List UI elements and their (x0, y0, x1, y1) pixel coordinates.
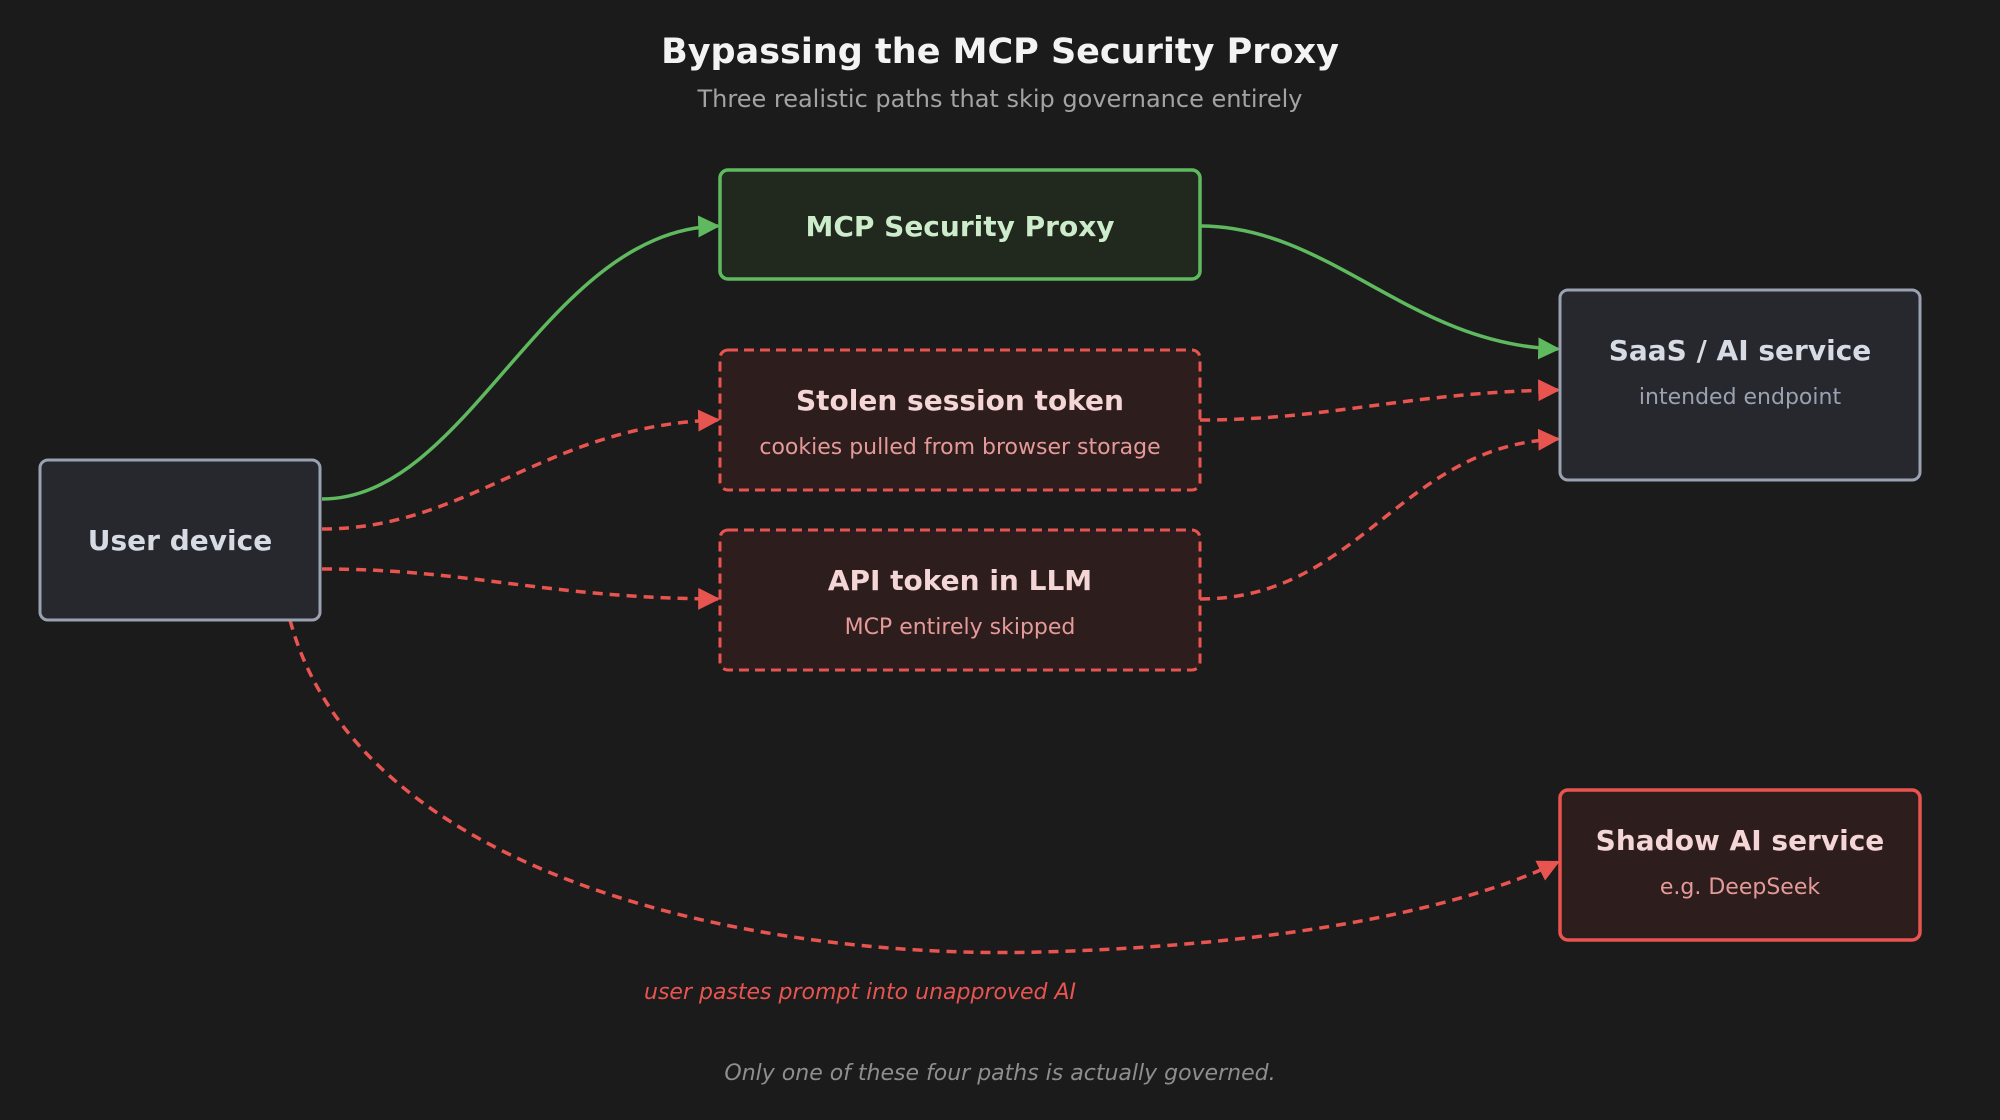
node-api-token[interactable]: API token in LLM MCP entirely skipped (718, 528, 1202, 672)
footer-note: Only one of these four paths is actually… (724, 1061, 1275, 1086)
node-stolen-token-subtitle: cookies pulled from browser storage (759, 435, 1160, 460)
node-user-device[interactable]: User device (38, 458, 322, 622)
node-shadow-subtitle: e.g. DeepSeek (1660, 875, 1820, 900)
node-stolen-token[interactable]: Stolen session token cookies pulled from… (718, 348, 1202, 492)
node-user-device-title: User device (88, 524, 272, 557)
edge-user-to-shadow (288, 619, 1560, 955)
node-saas-subtitle: intended endpoint (1639, 385, 1842, 410)
edge-proxy-to-saas (1199, 224, 1561, 360)
shadow-path-label: user pastes prompt into unapproved AI (644, 980, 1076, 1005)
node-shadow-ai[interactable]: Shadow AI service e.g. DeepSeek (1558, 788, 1922, 942)
node-shadow-title: Shadow AI service (1596, 824, 1885, 857)
node-saas-title: SaaS / AI service (1609, 334, 1872, 367)
edge-user-to-api-token (321, 567, 721, 610)
edge-user-to-proxy (321, 215, 721, 501)
node-saas-service[interactable]: SaaS / AI service intended endpoint (1558, 288, 1922, 482)
node-mcp-proxy-title: MCP Security Proxy (805, 210, 1114, 243)
edges (288, 215, 1561, 955)
node-api-token-title: API token in LLM (828, 564, 1092, 597)
page-subtitle: Three realistic paths that skip governan… (696, 85, 1302, 113)
edge-user-to-stolen-token (321, 409, 721, 531)
node-stolen-token-title: Stolen session token (796, 384, 1124, 417)
page-title: Bypassing the MCP Security Proxy (661, 32, 1339, 72)
node-mcp-proxy[interactable]: MCP Security Proxy (718, 168, 1202, 281)
node-api-token-subtitle: MCP entirely skipped (845, 615, 1076, 640)
edge-api-token-to-saas (1199, 428, 1561, 601)
edge-stolen-token-to-saas (1199, 379, 1561, 422)
